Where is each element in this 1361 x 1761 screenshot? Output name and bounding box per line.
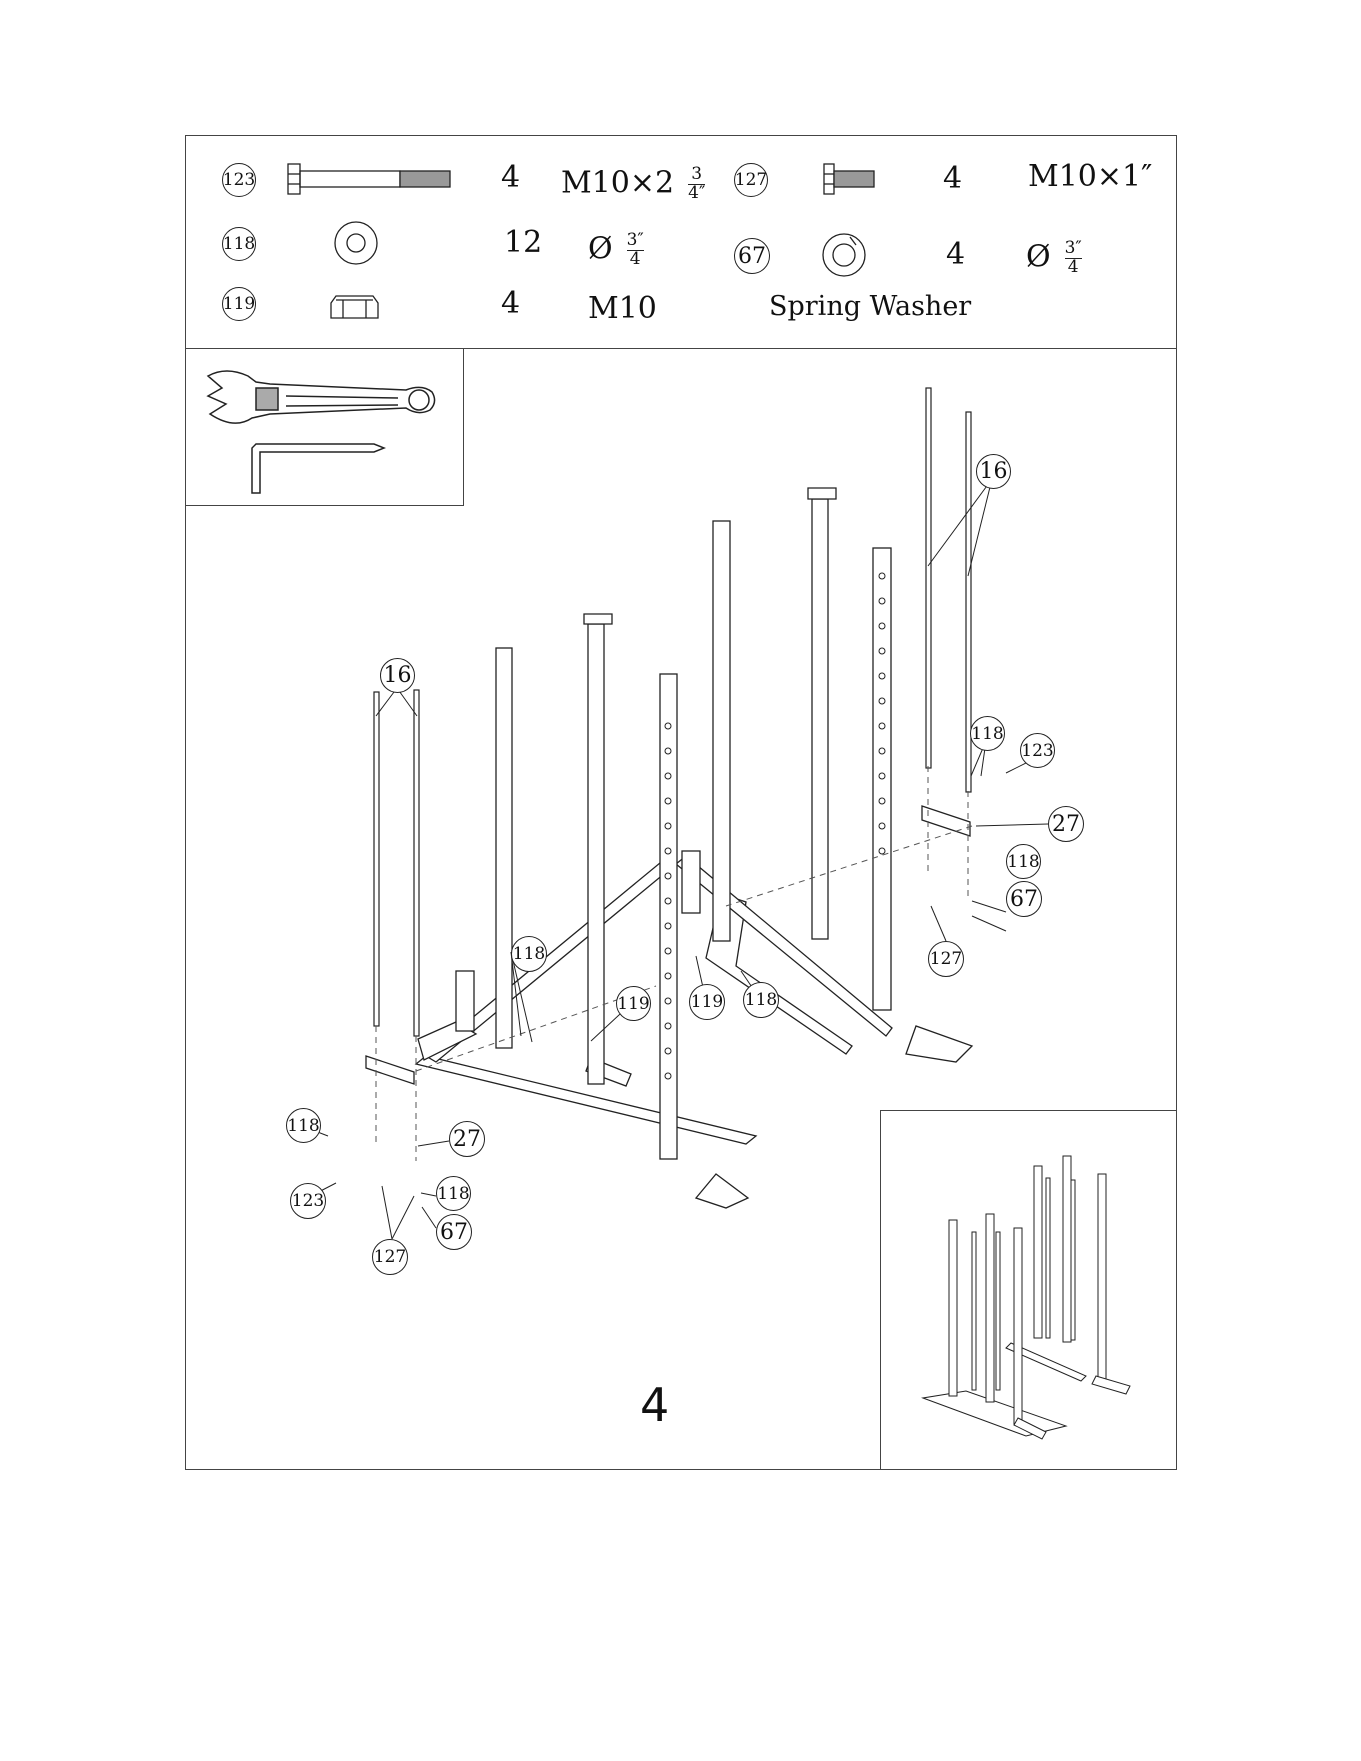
callout-27-left: 27 bbox=[449, 1121, 485, 1157]
front-right-foot bbox=[696, 1174, 748, 1208]
callout-27-right: 27 bbox=[1048, 806, 1084, 842]
callout-118-e: 118 bbox=[286, 1108, 321, 1143]
callout-118-f: 118 bbox=[436, 1176, 471, 1211]
crossbar-27-left bbox=[366, 1056, 414, 1084]
callout-67-right: 67 bbox=[1006, 881, 1042, 917]
weight-horn-right bbox=[682, 851, 700, 913]
callout-16-right: 16 bbox=[976, 454, 1011, 489]
callout-123-right: 123 bbox=[1020, 733, 1055, 768]
step-number: 4 bbox=[640, 1382, 669, 1428]
back-right-foot bbox=[906, 1026, 972, 1062]
callout-127-left: 127 bbox=[372, 1239, 408, 1275]
callout-127-right: 127 bbox=[928, 941, 964, 977]
callout-118-d: 118 bbox=[743, 982, 779, 1018]
weight-horn-left bbox=[456, 971, 474, 1031]
callout-118-a: 118 bbox=[970, 716, 1005, 751]
callout-67-left: 67 bbox=[436, 1214, 472, 1250]
inset-panel bbox=[880, 1110, 1176, 1470]
callout-123-left: 123 bbox=[290, 1183, 326, 1219]
callout-16-left: 16 bbox=[380, 658, 415, 693]
callout-119-a: 119 bbox=[616, 986, 651, 1021]
callout-118-b: 118 bbox=[1006, 844, 1041, 879]
crossbar-27-right bbox=[922, 806, 970, 836]
assembly-step-frame: 123 bbox=[185, 135, 1177, 1470]
callout-118-c: 118 bbox=[511, 936, 547, 972]
callout-119-b: 119 bbox=[689, 984, 725, 1020]
uprights bbox=[496, 488, 891, 1159]
